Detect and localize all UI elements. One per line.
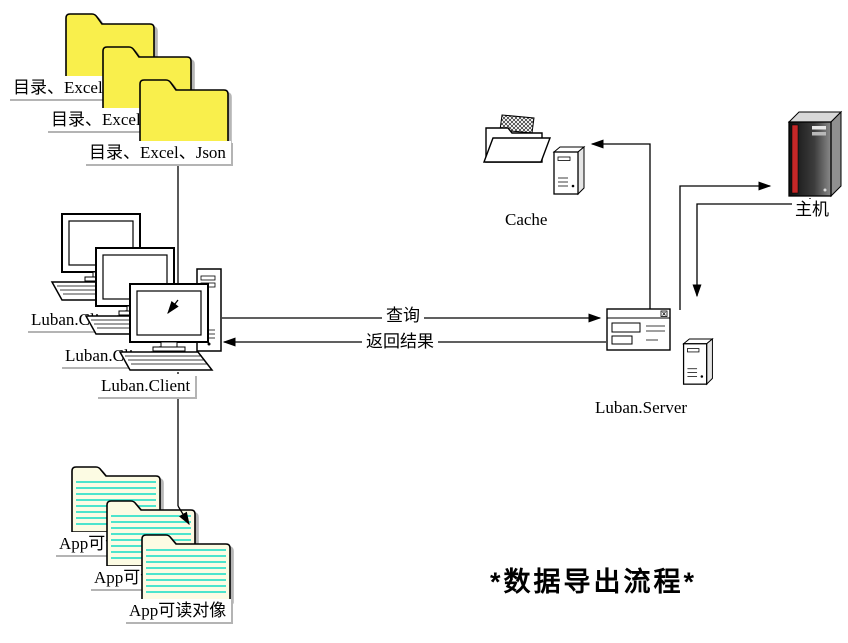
result-edge-label: 返回结果 [362,331,438,353]
client-label: Luban.Client [96,374,196,397]
edge-server-to-cache [590,139,651,310]
cache-folder-icon [482,114,552,163]
client-computer-icon [118,283,214,371]
folder-label: 目录、Excel、Json [84,141,231,164]
diagram-title: *数据导出流程* [490,567,698,597]
server-window-icon [606,308,671,351]
doc-label: App可读对像 [124,599,232,622]
doc-icon [141,534,231,601]
server-tower-icon [682,337,714,386]
server-label: Luban.Server [592,397,691,419]
query-edge-label: 查询 [382,305,424,327]
cache-label: Cache [502,209,551,231]
host-label: 主机 [792,199,832,221]
folder-icon [139,79,229,147]
cache-tower-icon [552,145,586,196]
host-icon [787,110,843,198]
edge-server-to-host [679,181,772,310]
